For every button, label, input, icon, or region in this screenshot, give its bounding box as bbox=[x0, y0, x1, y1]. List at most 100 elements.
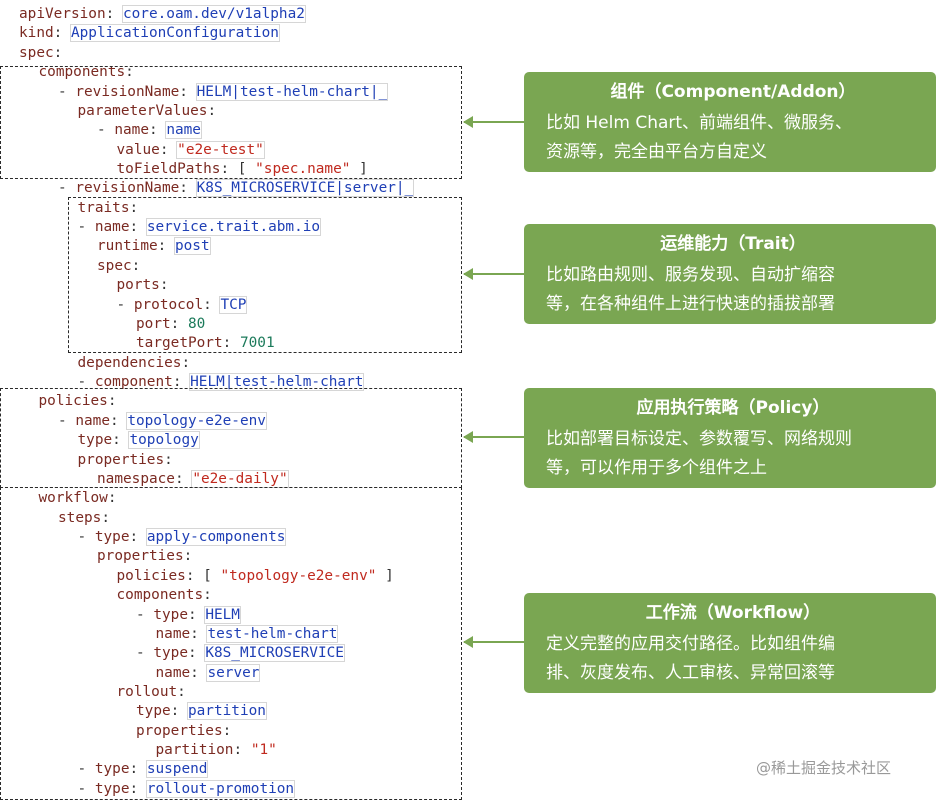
code-token: : bbox=[129, 780, 147, 797]
code-token: name bbox=[155, 664, 191, 681]
policy-arrow bbox=[463, 431, 524, 443]
code-token: : [ bbox=[185, 567, 221, 584]
workflow-card-line: 排、灰度发布、人工审核、异常回滚等 bbox=[546, 663, 835, 683]
line-traits: traits: bbox=[78, 199, 139, 218]
code-token: ] bbox=[350, 161, 368, 177]
code-token: 80 bbox=[187, 315, 206, 332]
code-token: : bbox=[159, 141, 178, 158]
code-token: : bbox=[105, 6, 123, 22]
code-token: rollout bbox=[116, 684, 178, 700]
trait-card: 运维能力（Trait） 比如路由规则、服务发现、自动扩缩容 等，在各种组件上进行… bbox=[524, 224, 936, 324]
line-comp-name-server: name: server bbox=[155, 663, 261, 683]
code-token: toFieldPaths bbox=[116, 161, 221, 177]
workflow-card: 工作流（Workflow） 定义完整的应用交付路径。比如组件编 排、灰度发布、人… bbox=[524, 593, 936, 693]
code-token: : bbox=[172, 374, 191, 390]
code-token: : bbox=[164, 451, 173, 468]
policy-card: 应用执行策略（Policy） 比如部署目标设定、参数覆写、网络规则 等，可以作用… bbox=[524, 388, 936, 488]
workflow-card-line: 定义完整的应用交付路径。比如组件编 bbox=[546, 634, 835, 654]
code-token: topology-e2e-env bbox=[126, 411, 267, 430]
component-card-title: 组件（Component/Addon） bbox=[610, 82, 856, 102]
line-revision-helm: - revisionName: HELM|test-helm-chart|_ bbox=[58, 82, 389, 102]
code-token: type bbox=[153, 645, 188, 662]
code-token: : bbox=[203, 296, 221, 313]
code-token: components bbox=[116, 587, 204, 604]
code-token: apiVersion bbox=[19, 6, 106, 22]
code-token: properties bbox=[97, 548, 184, 565]
line-param-name: - name: name bbox=[97, 121, 202, 140]
workflow-arrow bbox=[463, 636, 524, 648]
code-token: : bbox=[183, 548, 193, 565]
code-token: type bbox=[153, 606, 188, 623]
code-token: - bbox=[116, 296, 134, 313]
code-token: : bbox=[233, 742, 251, 759]
code-token: topology bbox=[128, 431, 200, 450]
policy-card-title: 应用执行策略（Policy） bbox=[636, 398, 830, 418]
line-rollout-properties: properties: bbox=[136, 722, 231, 741]
trait-arrow bbox=[463, 268, 524, 280]
line-policy-properties: properties: bbox=[78, 451, 173, 470]
code-token: : bbox=[222, 722, 232, 739]
code-token: dependencies bbox=[77, 354, 182, 371]
code-token: : bbox=[190, 625, 208, 642]
line-protocol: - protocol: TCP bbox=[116, 295, 248, 315]
code-token: K8S_MICROSERVICE|server|_ bbox=[195, 179, 415, 198]
code-token: : bbox=[203, 587, 212, 604]
line-param-value: value: "e2e-test" bbox=[117, 140, 265, 160]
code-token: 7001 bbox=[239, 335, 275, 352]
code-token: - bbox=[136, 606, 154, 623]
line-port: port: 80 bbox=[136, 315, 205, 334]
code-token: apply-components bbox=[145, 528, 287, 546]
code-token: partition bbox=[186, 702, 267, 721]
code-token: - bbox=[58, 83, 76, 100]
line-steps: steps: bbox=[58, 509, 110, 528]
code-token: policies bbox=[116, 567, 186, 584]
line-apiversion: apiVersion: core.oam.dev/v1alpha2 bbox=[19, 5, 306, 24]
line-step-suspend: - type: suspend bbox=[78, 760, 209, 779]
code-token: : bbox=[222, 335, 240, 352]
code-token: "e2e-daily" bbox=[191, 469, 289, 488]
policy-card-line: 等，可以作用于多个组件之上 bbox=[546, 458, 767, 478]
line-partition: partition: "1" bbox=[156, 741, 277, 760]
components-region bbox=[0, 66, 462, 179]
line-ports: ports: bbox=[117, 276, 169, 295]
code-token: spec bbox=[97, 257, 132, 274]
code-token: name bbox=[114, 122, 149, 139]
code-token: : bbox=[101, 509, 110, 526]
code-token: name bbox=[94, 219, 130, 236]
code-token: "e2e-test" bbox=[176, 140, 265, 159]
code-token: type bbox=[136, 703, 171, 720]
code-token: : bbox=[187, 606, 206, 623]
code-token: : bbox=[179, 180, 197, 197]
trait-card-line: 等，在各种组件上进行快速的插拔部署 bbox=[546, 294, 835, 314]
line-runtime: runtime: post bbox=[97, 237, 211, 256]
code-token: type bbox=[77, 432, 113, 449]
line-revision-k8s: - revisionName: K8S_MICROSERVICE|server|… bbox=[58, 179, 415, 198]
code-token: : bbox=[179, 83, 197, 100]
code-token: ports bbox=[116, 277, 160, 294]
code-token: ApplicationConfiguration bbox=[69, 24, 280, 43]
code-token: properties bbox=[77, 451, 165, 468]
code-token: policies bbox=[38, 393, 108, 410]
code-token: : bbox=[109, 412, 128, 429]
code-token: ] bbox=[376, 567, 394, 584]
code-token: : bbox=[190, 664, 208, 681]
code-token: name bbox=[165, 121, 202, 140]
code-token: - bbox=[77, 219, 95, 236]
code-token: runtime bbox=[97, 238, 158, 255]
policies-region bbox=[0, 388, 462, 488]
code-token: core.oam.dev/v1alpha2 bbox=[121, 5, 306, 23]
component-card: 组件（Component/Addon） 比如 Helm Chart、前端组件、微… bbox=[524, 72, 936, 172]
code-token: name bbox=[155, 625, 191, 642]
code-token: : bbox=[107, 490, 117, 507]
line-rollout-type: type: partition bbox=[136, 702, 267, 721]
line-trait-spec: spec: bbox=[97, 257, 140, 276]
code-token: : bbox=[170, 703, 188, 720]
code-token: HELM|test-helm-chart|_ bbox=[195, 82, 389, 101]
line-step-rollout-promotion: - type: rollout-promotion bbox=[78, 779, 296, 799]
workflow-region bbox=[0, 487, 462, 800]
code-token: properties bbox=[136, 722, 223, 739]
code-token: spec bbox=[19, 44, 54, 61]
code-token: - bbox=[77, 529, 95, 545]
line-step-properties: properties: bbox=[97, 547, 192, 566]
